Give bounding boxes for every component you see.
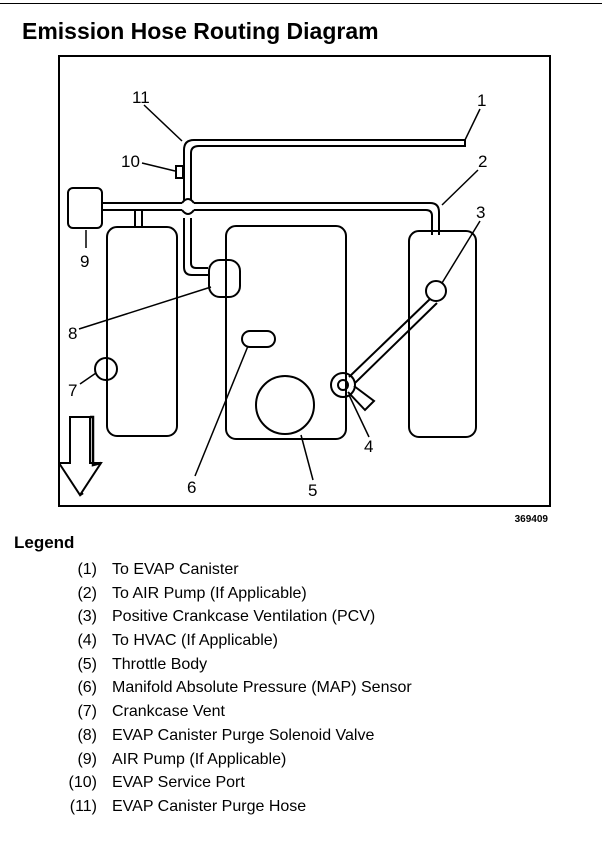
air-pump-hose-drop-left [134,210,143,227]
pcv-hose [348,298,438,384]
leader-11 [143,104,183,142]
leader-1 [464,108,481,141]
callout-2: 2 [478,152,487,171]
legend-number: (8) [77,726,97,744]
leader-8 [78,286,212,330]
hose-routing-diagram: 1 2 3 4 5 6 7 8 9 10 11 369409 [58,55,551,525]
leader-10 [141,162,176,172]
air-pump [67,187,103,229]
air-pump-hose-lower [102,209,433,235]
legend-text: EVAP Canister Purge Solenoid Valve [112,726,375,744]
hvac-fitting-inner [337,379,349,391]
legend-number: (9) [77,750,97,768]
callout-10: 10 [121,152,140,171]
evap-service-port [175,165,184,179]
leader-5 [300,434,314,481]
map-sensor [241,330,276,348]
air-pump-hose-upper [102,202,440,235]
evap-canister-hose [183,139,466,200]
legend-number: (3) [77,608,97,626]
legend-text: To EVAP Canister [112,561,239,578]
leader-2 [441,169,479,206]
callout-11: 11 [132,88,150,107]
callout-6: 6 [187,478,196,497]
legend-text: Throttle Body [112,655,208,673]
legend-text: EVAP Canister Purge Hose [112,797,307,815]
legend-number: (11) [69,797,97,815]
purge-hose-down [183,218,208,276]
pcv-valve [425,280,447,302]
page-title: Emission Hose Routing Diagram [22,18,379,44]
left-cylinder-bank [106,226,178,437]
legend-text: EVAP Service Port [112,774,245,792]
hose-crossing [181,198,195,215]
legend-number: (2) [77,584,97,602]
legend-heading: Legend [14,533,75,552]
legend-text: AIR Pump (If Applicable) [112,750,287,768]
callout-9: 9 [80,252,89,271]
front-arrow-shadow [79,415,102,497]
throttle-body [255,375,315,435]
hvac-hose-stub [347,385,376,412]
leader-6 [194,345,249,477]
figure-number: 369409 [515,514,549,525]
front-arrow [58,416,103,497]
leader-4 [348,394,370,438]
diagram-frame [58,55,551,507]
legend-text: Crankcase Vent [112,703,225,721]
legend-text: To AIR Pump (If Applicable) [112,584,307,602]
callout-4: 4 [364,437,373,456]
legend-text: To HVAC (If Applicable) [112,632,278,650]
legend-text: Manifold Absolute Pressure (MAP) Sensor [112,679,412,697]
callout-8: 8 [68,324,77,343]
top-rule [0,3,602,4]
leader-7 [79,372,97,385]
legend-number: (6) [77,679,97,697]
callout-7: 7 [68,381,77,400]
legend-number: (4) [77,632,97,650]
callout-3: 3 [476,203,485,222]
right-cylinder-bank [408,230,477,438]
legend-number: (10) [68,774,97,792]
callout-5: 5 [308,481,317,500]
crankcase-vent [94,357,118,381]
callout-1: 1 [477,91,486,110]
legend-number: (7) [77,703,97,721]
leader-3 [441,220,481,284]
hvac-fitting-outer [330,372,356,398]
legend-text: Positive Crankcase Ventilation (PCV) [112,608,376,626]
legend-number: (1) [77,561,97,578]
purge-solenoid-valve [208,259,241,298]
legend-number: (5) [77,655,97,673]
engine-center [225,225,347,440]
